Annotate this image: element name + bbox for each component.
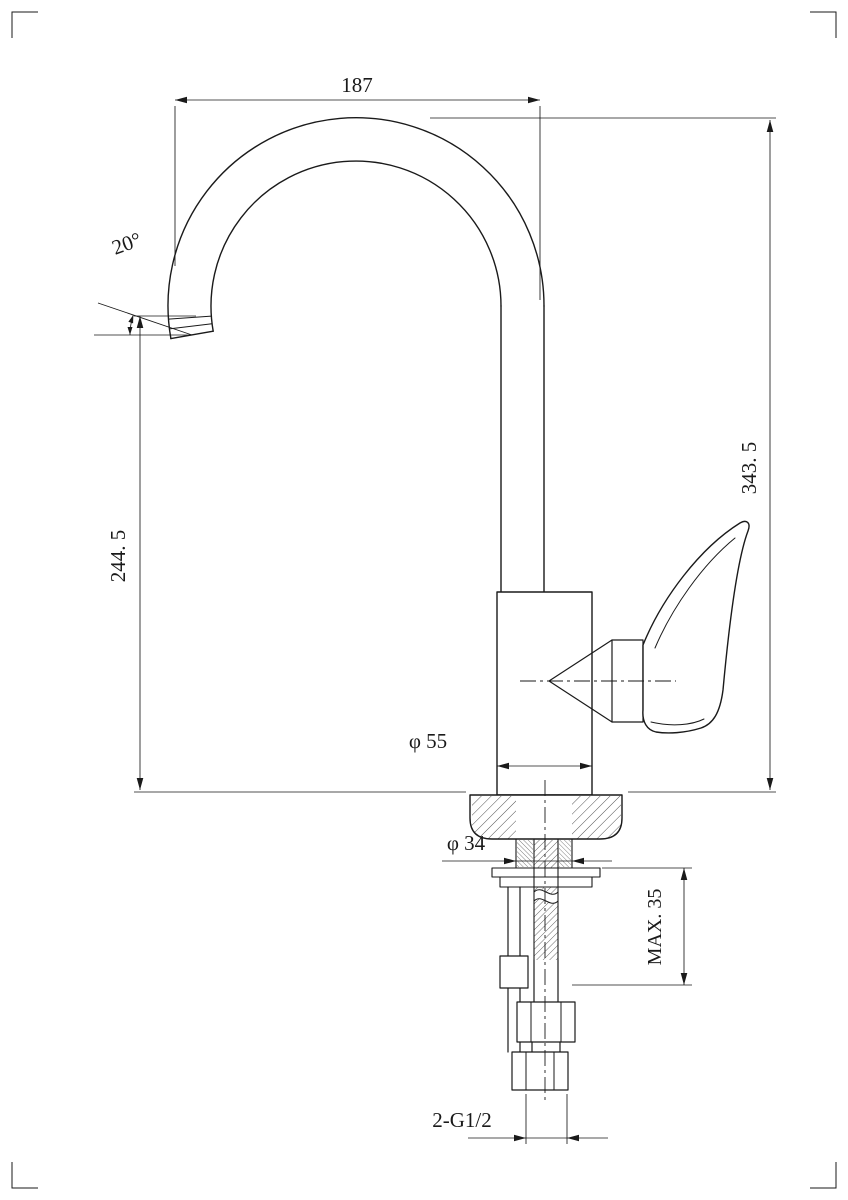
dim-shank-diameter: φ 34	[442, 831, 612, 865]
hex-nut	[511, 1051, 569, 1091]
dim-top-width-label: 187	[341, 73, 373, 97]
mounting-nut	[516, 1001, 576, 1043]
dim-body-diameter-label: φ 55	[409, 729, 447, 753]
faucet-outline	[167, 117, 750, 1091]
lever-handle	[642, 520, 750, 734]
dim-body-diameter: φ 55	[409, 729, 592, 770]
dim-max-mounting: MAX. 35	[572, 867, 692, 986]
spout	[167, 117, 545, 593]
shank-assembly	[491, 838, 601, 961]
mixer-body	[496, 591, 644, 796]
dim-right-height: 343. 5	[430, 117, 776, 793]
sheet-corner-marks	[11, 11, 837, 1189]
supply-connections	[499, 886, 576, 1091]
centerlines	[520, 680, 676, 1102]
dim-left-height: 244. 5	[106, 315, 466, 793]
washer	[491, 867, 601, 878]
base-plate	[469, 794, 623, 840]
dim-spout-angle-label: 20°	[109, 227, 145, 260]
dim-right-height-label: 343. 5	[737, 442, 761, 495]
dim-left-height-label: 244. 5	[106, 530, 130, 583]
dim-thread: 2-G1/2	[432, 1094, 608, 1144]
dim-thread-label: 2-G1/2	[432, 1108, 492, 1132]
dim-shank-diameter-label: φ 34	[447, 831, 486, 855]
gasket	[499, 876, 593, 888]
hose-fitting	[499, 955, 529, 989]
dim-max-mounting-label: MAX. 35	[644, 889, 666, 966]
dim-top-width: 187	[174, 73, 541, 300]
dimension-annotations: 187 20° 244. 5 343. 5 φ 55	[94, 73, 776, 1144]
